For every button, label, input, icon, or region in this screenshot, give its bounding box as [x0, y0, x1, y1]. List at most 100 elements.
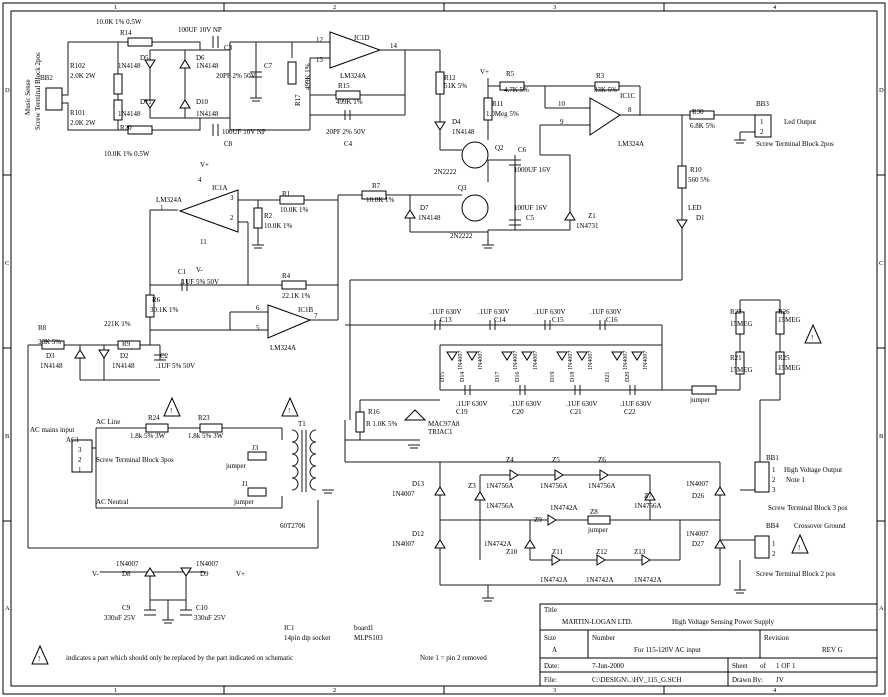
c19-value: .1UF 630V	[456, 400, 488, 408]
r8-ref: R8	[38, 324, 47, 332]
size-label: Size	[544, 634, 556, 642]
z12-value: 1N4742A	[586, 576, 614, 584]
d1-ref: D1	[696, 214, 705, 222]
title-label: Title	[544, 606, 557, 614]
zone-row-c-left: C	[5, 260, 9, 267]
diode-stack-value-5: 1N4007	[568, 351, 574, 370]
ic1a-pin4: 4	[198, 176, 202, 184]
q2-value: 2N2222	[434, 168, 457, 176]
r1-symbol	[279, 195, 305, 205]
r7-value: 10.0K 1%	[366, 196, 395, 204]
r21-value: 15MEG	[730, 366, 753, 374]
diode-stack-value-4: 1N4007	[533, 351, 539, 370]
c6-value: 1000UF 16V	[514, 166, 551, 174]
r101-symbol	[113, 99, 123, 121]
ic1a-symbol	[178, 189, 239, 233]
vplus-r5: V+	[480, 68, 489, 76]
r2-value: 10.0K 1%	[264, 222, 293, 230]
d26-ref: D26	[692, 492, 705, 500]
r11-ref: R11	[492, 100, 504, 108]
d3-symbol	[74, 349, 86, 359]
d21-ref: D21	[605, 372, 611, 382]
r9-value: 221K 1%	[104, 320, 131, 328]
note1: Note 1 = pin 2 removed	[420, 654, 487, 662]
r12-symbol	[435, 71, 445, 95]
c9-ref: C9	[122, 604, 131, 612]
z8-ref: Z8	[590, 508, 598, 516]
r20-ref: R20	[120, 124, 132, 132]
bb3-pin2: 2	[760, 128, 764, 136]
r2-ref: R2	[264, 212, 273, 220]
zone-col-2-top: 2	[333, 4, 336, 11]
r16-ref: R16	[368, 408, 380, 416]
d8-symbol	[144, 567, 156, 577]
c7-value: 20PF 2% 50V	[216, 72, 256, 80]
r101-value: 2.0K 2W	[70, 119, 96, 127]
ic1c-ref: IC1C	[620, 92, 636, 100]
j1-symbol	[247, 487, 267, 497]
ic1a-pin2: 2	[230, 214, 234, 222]
d7-value: 1N4148	[418, 214, 441, 222]
r16-value: R 1.0K 5%	[366, 420, 397, 428]
d10-ref: D10	[196, 98, 209, 106]
zone-row-b-right: B	[879, 433, 884, 440]
jumper-hv-label: jumper	[689, 396, 710, 404]
j1-value: jumper	[233, 498, 254, 506]
ac-neutral-label: AC Neutral	[96, 498, 129, 506]
ic1c-pin9: 9	[560, 118, 564, 126]
d9-value: 1N4007	[196, 560, 219, 568]
q2-symbol	[461, 141, 489, 169]
d11-symbol	[144, 99, 156, 109]
r24-symbol	[145, 423, 169, 433]
zone-col-4-bottom: 4	[773, 687, 777, 694]
r23-value: 1.8k 5% 3W	[188, 432, 224, 440]
triac1-symbol	[403, 409, 427, 421]
c10-symbol	[180, 609, 192, 616]
svg-text:!: !	[170, 407, 172, 415]
ic1d-pin12: 12	[316, 36, 324, 44]
d18-ref: D18	[570, 372, 576, 382]
d7-ref: D7	[420, 204, 429, 212]
title-block: Title MARTIN-LOGAN LTD. High Voltage Sen…	[539, 603, 878, 687]
d5-value: 1N4148	[118, 62, 141, 70]
jumper-hv-symbol	[691, 385, 717, 395]
t1-value: 60T2706	[280, 522, 306, 530]
d26-symbol	[714, 486, 726, 496]
ic1d-symbol	[329, 31, 382, 69]
r21-ref: R21	[730, 354, 742, 362]
z7-ref: Z7	[644, 492, 652, 500]
z13-ref: Z13	[634, 548, 646, 556]
bb1-pin2: 2	[772, 476, 776, 484]
bb1-type: Screw Terminal Block 3 pos	[768, 504, 848, 512]
parts: ! ! ! ! !	[31, 31, 822, 665]
ic1c-value: LM324A	[618, 140, 644, 148]
bb1-ref: BB1	[766, 454, 779, 462]
triac1-value: MAC97A8	[428, 420, 460, 428]
c13-value: .1UF 630V	[430, 308, 462, 316]
c20-ref: C20	[512, 408, 524, 416]
r16-symbol	[355, 411, 365, 433]
bb3-desc: Led Output	[784, 118, 816, 126]
d17-ref: D17	[495, 372, 501, 382]
r22-ref: R22	[730, 308, 742, 316]
diode-stack-value-8: 1N4007	[643, 351, 649, 370]
r17-value: 499K 1%	[304, 63, 312, 90]
c6-symbol	[509, 159, 521, 166]
warning-note: indicates a part which should only be re…	[66, 654, 293, 662]
d13-ref: D13	[412, 480, 425, 488]
c14-ref: C14	[494, 316, 506, 324]
c2-symbol	[154, 354, 166, 361]
drawn-value: JV	[776, 676, 784, 684]
r101-ref: R101	[70, 109, 86, 117]
z3-value: 1N4756A	[486, 502, 514, 510]
d5-symbol	[144, 59, 156, 69]
ac1-desc: AC mains input	[30, 426, 74, 434]
r15-ref: R15	[338, 82, 350, 90]
d19-ref: D19	[550, 372, 556, 382]
zone-ticks	[3, 3, 885, 694]
c3-value: 100UF 10V NP	[178, 26, 222, 34]
r7-symbol	[361, 190, 387, 200]
r26-symbol	[775, 311, 785, 335]
r102-symbol	[113, 73, 123, 95]
